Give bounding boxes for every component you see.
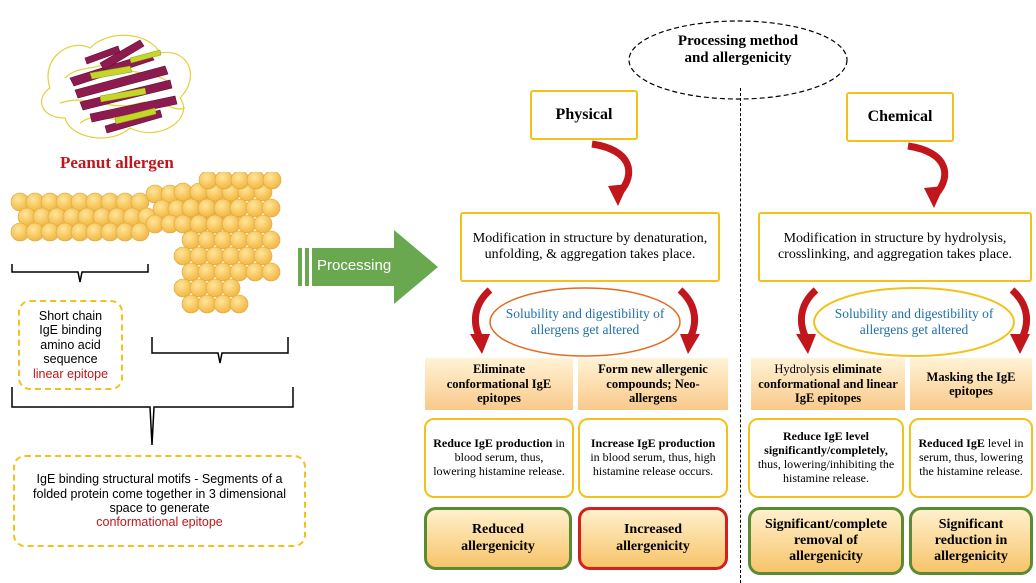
processing-arrow [298, 230, 438, 304]
chemical-detail-1-rest: thus, lowering/inhibiting the histamine … [757, 457, 895, 485]
processing-label: Processing [317, 257, 392, 274]
chemical-result-2: Significant reduction in allergenicity [909, 507, 1033, 575]
chemical-effect-2: Masking the IgE epitopes [910, 358, 1032, 410]
bead [214, 172, 234, 190]
bead [181, 198, 201, 218]
bead [221, 246, 241, 266]
divider [740, 88, 741, 583]
physical-solubility-ellipse [470, 287, 700, 357]
bead [130, 222, 150, 242]
physical-detail-1: Reduce IgE production in blood serum, th… [424, 418, 574, 498]
amino-acid-beads [10, 172, 282, 314]
bead [246, 172, 266, 190]
bead [230, 172, 250, 190]
curved-red-arrow [591, 140, 633, 206]
bead [205, 214, 225, 234]
bead [197, 230, 217, 250]
linear-line2: IgE binding [39, 323, 102, 338]
header-line1: Processing method [677, 32, 799, 49]
bead [205, 246, 225, 266]
linear-line3: amino acid [40, 337, 101, 352]
physical-detail-1-bold: Reduce IgE production [433, 436, 553, 451]
physical-result-2: Increased allergenicity [578, 507, 728, 570]
bead [181, 294, 201, 314]
linear-epitope-label: linear epitope [32, 366, 109, 381]
bead [173, 214, 193, 234]
physical-modification: Modification in structure by denaturatio… [460, 212, 720, 282]
bead [205, 278, 225, 298]
bead [221, 214, 241, 234]
bead [229, 294, 249, 314]
bead [245, 262, 265, 282]
conformational-epitope-label: conformational epitope [96, 515, 223, 530]
chemical-detail-2-rest: level in serum, thus, lowering the hista… [919, 436, 1024, 478]
linear-epitope-box: Short chain IgE binding amino acid seque… [18, 300, 123, 390]
physical-detail-2: Increase IgE production in blood serum, … [578, 418, 728, 498]
bead [221, 278, 241, 298]
bead [262, 172, 282, 190]
bead [197, 198, 217, 218]
bead [189, 246, 209, 266]
chemical-effect-1: Hydrolysis eliminate conformational and … [751, 358, 905, 410]
bead [213, 294, 233, 314]
curved-red-arrow [907, 142, 949, 208]
bead [229, 262, 249, 282]
bead [181, 262, 201, 282]
conformational-epitope-box: IgE binding structural motifs - Segments… [13, 455, 306, 547]
conformational-text: IgE binding structural motifs - Segments… [33, 472, 286, 515]
chemical-detail-2: Reduced IgE level in serum, thus, loweri… [909, 418, 1033, 498]
physical-detail-2-bold: Increase IgE production [590, 436, 716, 451]
bead [213, 230, 233, 250]
bead [237, 214, 257, 234]
bead [197, 294, 217, 314]
physical-title: Physical [530, 90, 638, 140]
physical-detail-2-rest: in blood serum, thus, high histamine rel… [590, 450, 716, 478]
physical-detail-1-rest: in blood serum, thus, lowering histamine… [433, 436, 565, 478]
bead [245, 198, 265, 218]
chemical-detail-2-bold: Reduced IgE [918, 436, 985, 451]
chemical-detail-1-bold: Reduce IgE level significantly/completel… [764, 429, 888, 458]
allergen-title: Peanut allergen [60, 153, 174, 172]
physical-result-1: Reduced allergenicity [424, 507, 572, 570]
chemical-modification: Modification in structure by hydrolysis,… [758, 212, 1032, 282]
bead [229, 230, 249, 250]
header-ellipse [628, 20, 848, 100]
bead [181, 230, 201, 250]
chemical-effect-1-bold: eliminate conformational and linear IgE … [758, 362, 898, 406]
bead [173, 278, 193, 298]
physical-solubility: Solubility and digestibility of allergen… [505, 306, 665, 337]
bead [253, 214, 273, 234]
chemical-effect-1-pre: Hydrolysis [774, 362, 833, 377]
bead [189, 214, 209, 234]
bead [261, 198, 281, 218]
bead [189, 278, 209, 298]
bead [261, 230, 281, 250]
brace-linear [11, 264, 149, 283]
bead [173, 182, 193, 202]
chemical-title: Chemical [846, 92, 954, 142]
protein-structure-icon [40, 34, 191, 139]
chemical-result-1: Significant/complete removal of allergen… [748, 507, 904, 575]
brace-conformational [11, 387, 294, 446]
header-line2: and allergenicity [684, 50, 792, 66]
bead [213, 262, 233, 282]
bead [198, 172, 218, 190]
bead [237, 246, 257, 266]
header-title: Processing method and allergenicity [646, 28, 830, 72]
physical-effect-1: Eliminate conformational IgE epitopes [425, 358, 573, 410]
physical-effect-2: Form new allergenic compounds; Neo-aller… [578, 358, 728, 410]
bead [173, 246, 193, 266]
bead [213, 198, 233, 218]
linear-line4: sequence [43, 352, 98, 367]
chemical-solubility: Solubility and digestibility of allergen… [834, 306, 994, 337]
bead [229, 198, 249, 218]
bead [261, 262, 281, 282]
bead [253, 246, 273, 266]
chemical-detail-1: Reduce IgE level significantly/completel… [748, 418, 904, 498]
bead [245, 230, 265, 250]
bead [197, 262, 217, 282]
chemical-solubility-ellipse [796, 287, 1031, 357]
brace-right [151, 337, 289, 364]
linear-line1: Short chain [38, 309, 103, 324]
